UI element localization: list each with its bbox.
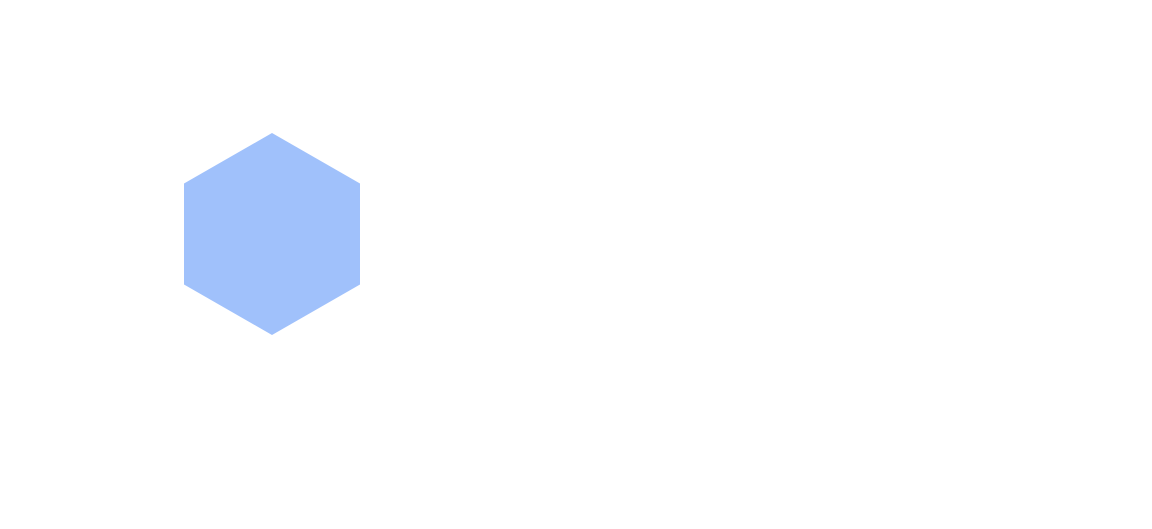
hexagon-polygon [184,133,360,335]
hexagon-shape [184,133,360,335]
hexagon-icon [184,133,360,335]
